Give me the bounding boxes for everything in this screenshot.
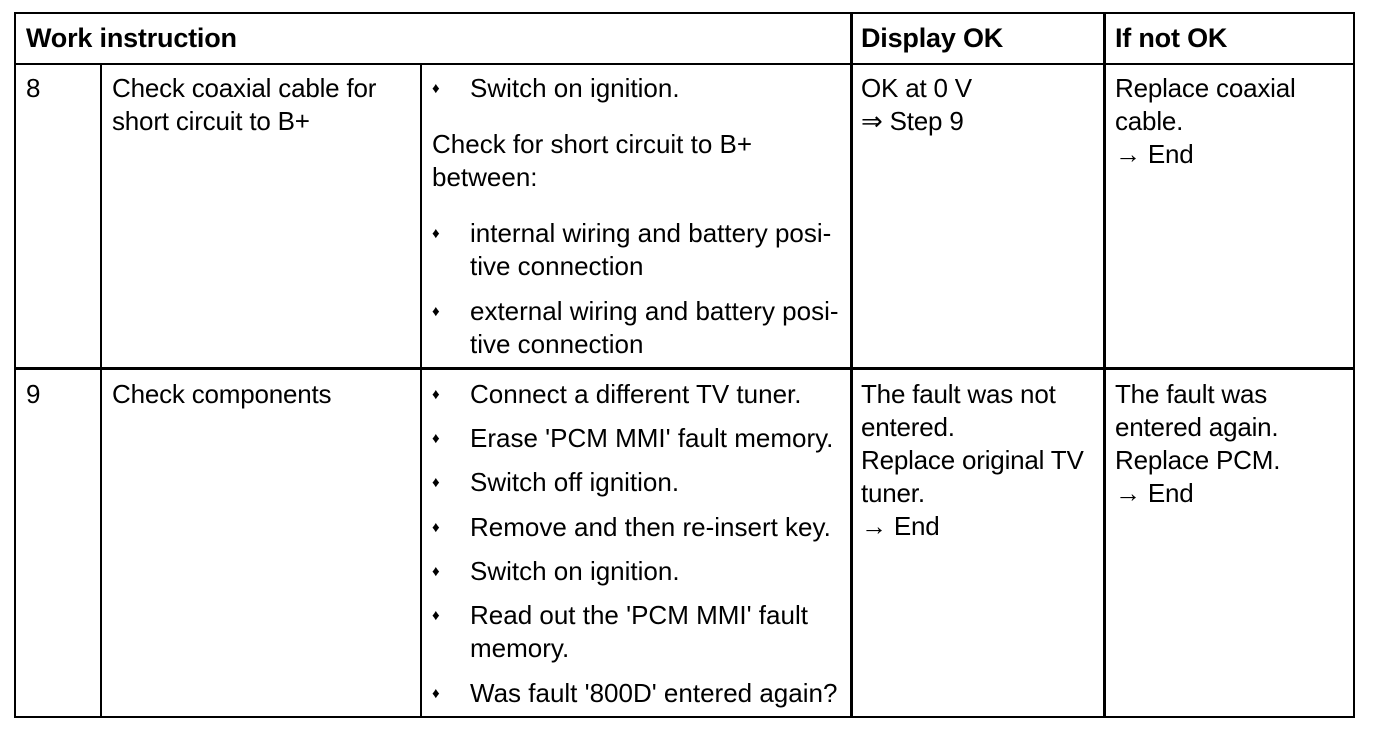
if-not-ok-line: The fault was: [1115, 379, 1268, 409]
instruction-text: Switch on ignition.: [470, 73, 680, 103]
diamond-bullet-icon: ♦: [432, 430, 440, 447]
header-divider: [16, 63, 1353, 65]
if-not-ok-text: The fault was entered again. Replace PCM…: [1115, 378, 1280, 510]
header-display-ok: Display OK: [861, 23, 1004, 53]
step-title-line: Check components: [112, 379, 332, 409]
instruction-text: external wiring and battery posi-: [470, 296, 839, 326]
instruction-text: Switch off ignition.: [470, 467, 680, 497]
row-divider: [16, 367, 1353, 370]
display-ok-line: ⇒ Step 9: [861, 106, 964, 136]
diamond-bullet-icon: ♦: [432, 303, 440, 320]
diamond-bullet-icon: ♦: [432, 563, 440, 580]
instruction-text: tive connection: [470, 329, 644, 359]
if-not-ok-line: Replace coaxial: [1115, 73, 1296, 103]
diamond-bullet-icon: ♦: [432, 474, 440, 491]
step-title: Check components: [112, 378, 332, 411]
display-ok-line: Replace original TV: [861, 445, 1084, 475]
instruction-text: memory.: [470, 633, 570, 663]
instruction-text: Remove and then re-insert key.: [470, 512, 831, 542]
if-not-ok-line: entered again.: [1115, 412, 1279, 442]
instruction-text: Connect a different TV tuner.: [470, 379, 802, 409]
instruction-text: internal wiring and battery posi-: [470, 218, 832, 248]
if-not-ok-text: Replace coaxial cable. → End: [1115, 72, 1296, 171]
display-ok-line: entered.: [861, 412, 955, 442]
instruction-bullet: ♦ Read out the 'PCM MMI' fault memory.: [432, 599, 842, 665]
step-title-line: short circuit to B+: [112, 106, 310, 136]
instruction-text: tive connection: [470, 251, 644, 281]
display-ok-line: → End: [861, 511, 940, 541]
step-title-line: Check coaxial cable for: [112, 73, 377, 103]
instruction-text: Read out the 'PCM MMI' fault: [470, 600, 808, 630]
diamond-bullet-icon: ♦: [432, 225, 440, 242]
col-divider-step: [100, 63, 102, 716]
instruction-text: Erase 'PCM MMI' fault memory.: [470, 423, 834, 453]
instruction-text: Check for short circuit to B+: [432, 129, 753, 159]
instruction-bullet: ♦ external wiring and battery posi- tive…: [432, 295, 842, 361]
if-not-ok-line: → End: [1115, 139, 1194, 169]
col-divider-title: [420, 63, 422, 716]
display-ok-line: The fault was not: [861, 379, 1056, 409]
diamond-bullet-icon: ♦: [432, 607, 440, 624]
work-instruction-table: Work instruction Display OK If not OK 8 …: [14, 12, 1355, 718]
instruction-text: Was fault '800D' entered again?: [470, 678, 838, 708]
if-not-ok-line: Replace PCM.: [1115, 445, 1281, 475]
display-ok-line: OK at 0 V: [861, 73, 972, 103]
diamond-bullet-icon: ♦: [432, 685, 440, 702]
step-title: Check coaxial cable for short circuit to…: [112, 72, 376, 138]
instruction-bullet: ♦ internal wiring and battery posi- tive…: [432, 217, 842, 283]
col-divider-ifnot: [1103, 14, 1106, 716]
diamond-bullet-icon: ♦: [432, 386, 440, 403]
header-if-not-ok: If not OK: [1115, 23, 1228, 53]
instruction-text: Switch on ignition.: [470, 556, 680, 586]
step-number: 8: [26, 73, 41, 103]
step-number: 9: [26, 379, 41, 409]
header-work-instruction: Work instruction: [26, 23, 237, 53]
display-ok-line: tuner.: [861, 478, 925, 508]
instruction-text: between:: [432, 162, 538, 192]
if-not-ok-line: → End: [1115, 478, 1194, 508]
instruction-paragraph: Check for short circuit to B+ between:: [432, 128, 842, 194]
display-ok-text: OK at 0 V ⇒ Step 9: [861, 72, 972, 138]
if-not-ok-line: cable.: [1115, 106, 1184, 136]
diamond-bullet-icon: ♦: [432, 519, 440, 536]
col-divider-display: [850, 14, 853, 716]
diamond-bullet-icon: ♦: [432, 80, 440, 97]
display-ok-text: The fault was not entered. Replace origi…: [861, 378, 1084, 543]
